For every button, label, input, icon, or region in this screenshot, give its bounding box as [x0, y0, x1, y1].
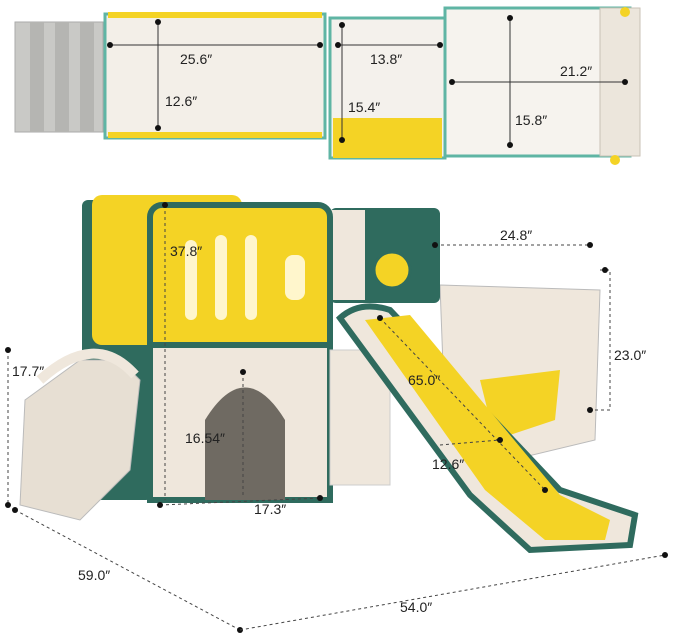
dim-height-swing: 23.0″ — [614, 347, 646, 363]
tunnel-arch — [205, 387, 285, 500]
dim-depth-total: 59.0″ — [78, 567, 110, 583]
dim-height-total: 37.8″ — [170, 243, 202, 259]
dim-width-mid: 13.8″ — [370, 51, 402, 67]
top-view: 25.6″ 12.6″ 13.8″ 15.4″ 21.2″ 15.8″ — [14, 6, 641, 165]
dim-width-swing: 24.8″ — [500, 227, 532, 243]
dim-slide-length: 65.0″ — [408, 372, 440, 388]
dim-height-steps: 17.7″ — [12, 363, 44, 379]
dim-depth-main: 12.6″ — [165, 93, 197, 109]
main-view: 37.8″ 24.8″ 17.7″ 65.0″ 23.0″ 16.54″ 12.… — [5, 195, 668, 633]
dim-depth-mid: 15.4″ — [348, 99, 380, 115]
dim-width-main: 25.6″ — [180, 51, 212, 67]
dim-depth-right: 15.8″ — [515, 112, 547, 128]
top-platform — [103, 12, 327, 140]
dim-slide-width: 12.6″ — [432, 456, 464, 472]
dim-length-total: 54.0″ — [400, 599, 432, 615]
dim-width-right: 21.2″ — [560, 63, 592, 79]
dim-arch-width: 17.3″ — [254, 501, 286, 517]
dim-arch-height: 16.54″ — [185, 430, 225, 446]
